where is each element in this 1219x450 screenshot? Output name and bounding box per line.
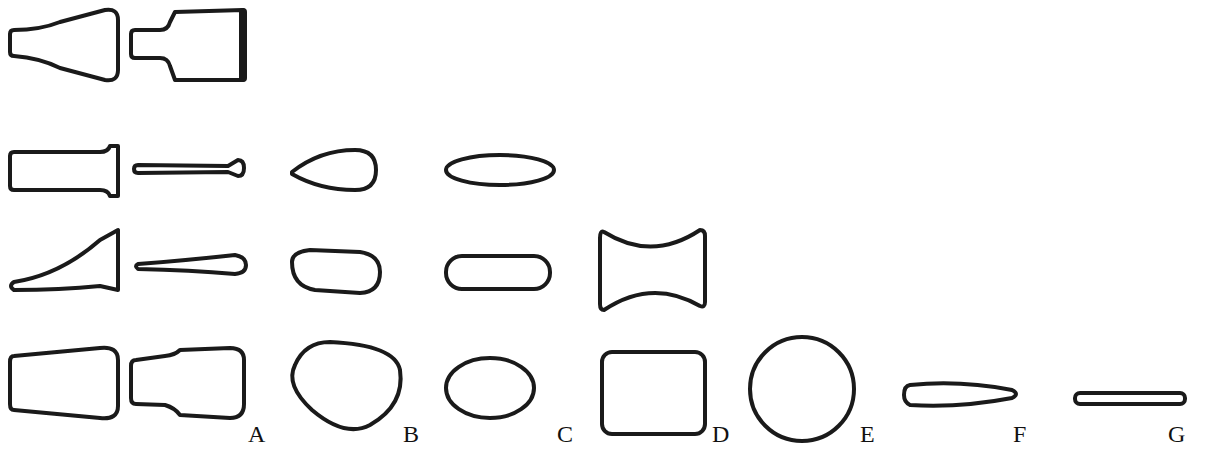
shape-letter: G [1168, 422, 1185, 446]
shape-outline [904, 383, 1016, 405]
shape-outline [1075, 393, 1185, 404]
shape-outline [131, 10, 243, 80]
shape-outline [11, 230, 118, 290]
shape-outline [292, 342, 400, 429]
shape-letter: B [403, 422, 419, 446]
shape-letter: A [248, 422, 265, 446]
shape-outline [600, 230, 705, 310]
shape-outline [131, 348, 244, 418]
shape-letter: F [1013, 422, 1026, 446]
shape-outline [10, 146, 118, 196]
shape-letter: E [860, 422, 875, 446]
shape-outline [446, 256, 550, 289]
shape-outline [136, 255, 246, 274]
shape-outline [292, 250, 380, 293]
shape-outline [292, 150, 376, 190]
shape-edge [239, 12, 247, 78]
shape-letter: C [557, 422, 573, 446]
shape-outline [10, 348, 118, 419]
shape-outline [446, 358, 534, 418]
shape-outline [10, 10, 118, 81]
shape-outline [750, 337, 854, 441]
shape-letter: D [712, 422, 729, 446]
shape-outline [446, 155, 554, 185]
shape-outline [602, 352, 705, 434]
shape-outline [134, 160, 244, 176]
